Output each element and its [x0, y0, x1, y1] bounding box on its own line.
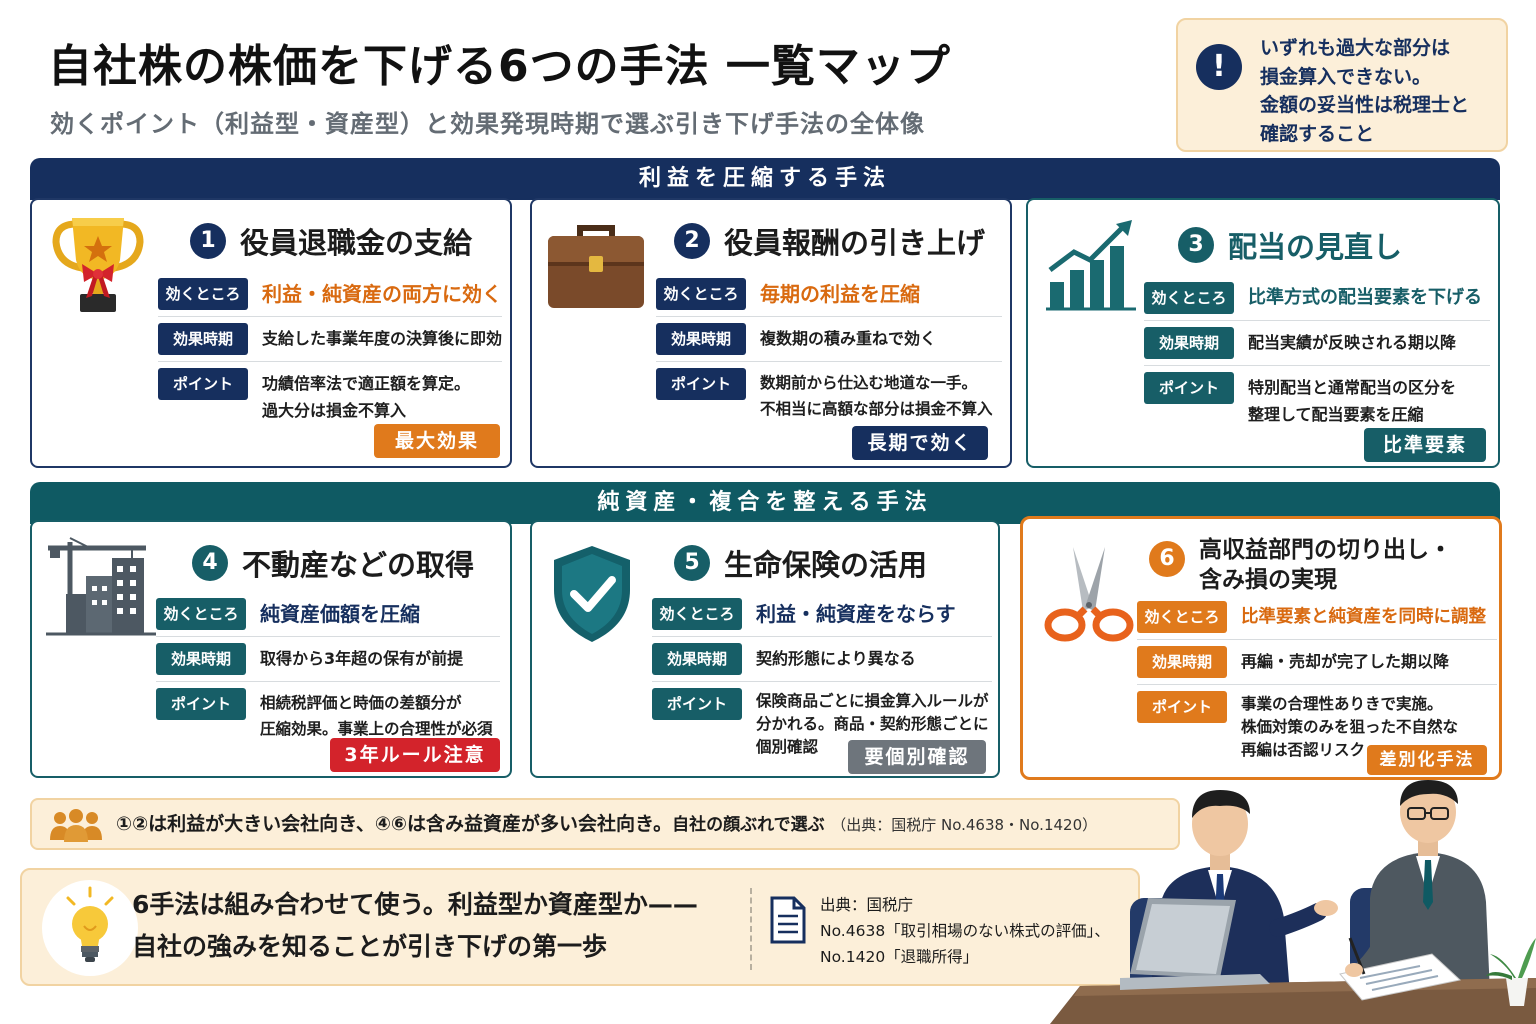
method-title-6: 高収益部門の切り出し・ 含み損の実現	[1199, 537, 1452, 593]
conclusion-box: 6手法は組み合わせて使う。利益型か資産型か—— 自社の強みを知ることが引き下げの…	[20, 868, 1140, 986]
method-tag-6: 差別化手法	[1367, 745, 1487, 775]
method-card-3: 3 配当の見直し 効くところ 比準方式の配当要素を下げる 効果時期 配当実績が反…	[1026, 198, 1500, 468]
method-rows-6: 効くところ 比準要素と純資産を同時に調整 効果時期 再編・売却が完了した期以降 …	[1137, 595, 1497, 768]
number-badge-5: 5	[674, 545, 710, 581]
timing-row: 効果時期 再編・売却が完了した期以降	[1137, 640, 1497, 685]
document-icon	[770, 896, 806, 944]
method-card-6: 6 高収益部門の切り出し・ 含み損の実現 効くところ 比準要素と純資産を同時に調…	[1020, 516, 1502, 780]
source-citation: 出典：国税庁 No.4638「取引相場のない株式の評価」、 No.1420「退職…	[820, 896, 1110, 966]
method-rows-2: 効くところ 毎期の利益を圧縮 効果時期 複数期の積み重ねで効く ポイント 数期前…	[656, 272, 1002, 428]
effect-row: 効くところ 毎期の利益を圧縮	[656, 272, 1002, 317]
timing-row: 効果時期 複数期の積み重ねで効く	[656, 317, 1002, 362]
conclusion-text: 6手法は組み合わせて使う。利益型か資産型か—— 自社の強みを知ることが引き下げの…	[132, 890, 698, 961]
method-title-3: 3 配当の見直し	[1178, 224, 1402, 266]
method-tag-2: 長期で効く	[852, 426, 988, 460]
trophy-icon	[52, 218, 144, 312]
method-title-5: 5 生命保険の活用	[674, 542, 927, 584]
method-card-4: 4 不動産などの取得 効くところ 純資産価額を圧縮 効果時期 取得から3年超の保…	[30, 520, 512, 778]
briefcase-icon	[548, 225, 644, 308]
method-tag-3: 比準要素	[1364, 428, 1486, 462]
number-badge-6: 6	[1149, 541, 1185, 577]
divider	[750, 888, 752, 970]
building-crane-icon	[46, 537, 156, 636]
effect-row: 効くところ 比準要素と純資産を同時に調整	[1137, 595, 1497, 640]
note-strip: ①②は利益が大きい会社向き、④⑥は含み益資産が多い会社向き。自社の顔ぶれで選ぶ …	[30, 798, 1180, 850]
method-title-1: 1 役員退職金の支給	[190, 220, 472, 262]
method-tag-4: 3年ルール注意	[330, 738, 500, 772]
number-badge-2: 2	[674, 223, 710, 259]
timing-row: 効果時期 支給した事業年度の決算後に即効	[158, 317, 502, 362]
point-row: ポイント 事業の合理性ありきで実施。 株価対策のみを狙った不自然な 再編は否認リ…	[1137, 685, 1497, 768]
timing-row: 効果時期 取得から3年超の保有が前提	[156, 637, 500, 682]
method-card-1: 1 役員退職金の支給 効くところ 利益・純資産の両方に効く 効果時期 支給した事…	[30, 198, 512, 468]
shield-check-icon	[554, 546, 630, 642]
method-rows-1: 効くところ 利益・純資産の両方に効く 効果時期 支給した事業年度の決算後に即効 …	[158, 272, 502, 430]
method-tag-1: 最大効果	[374, 424, 500, 458]
method-title-2: 2 役員報酬の引き上げ	[674, 220, 985, 262]
page-title: 自社株の株価を下げる6つの手法 一覧マップ	[48, 41, 951, 92]
timing-row: 効果時期 配当実績が反映される期以降	[1144, 321, 1490, 366]
effect-row: 効くところ 利益・純資産をならす	[652, 592, 992, 637]
point-row: ポイント 数期前から仕込む地道な一手。 不相当に高額な部分は損金不算入	[656, 362, 1002, 428]
exclamation-icon: !	[1196, 44, 1242, 90]
section-header-profit: 利益を圧縮する手法	[30, 158, 1500, 200]
method-tag-5: 要個別確認	[848, 740, 986, 774]
number-badge-3: 3	[1178, 227, 1214, 263]
bar-chart-icon	[1046, 220, 1136, 311]
point-row: ポイント 功績倍率法で適正額を算定。 過大分は損金不算入	[158, 362, 502, 430]
lightbulb-icon	[42, 880, 138, 976]
method-card-5: 5 生命保険の活用 効くところ 利益・純資産をならす 効果時期 契約形態により異…	[530, 520, 1000, 778]
scissors-icon	[1044, 547, 1134, 642]
number-badge-4: 4	[192, 545, 228, 581]
point-row: ポイント 相続税評価と時価の差額分が 圧縮効果。事業上の合理性が必須	[156, 682, 500, 748]
effect-row: 効くところ 比準方式の配当要素を下げる	[1144, 276, 1490, 321]
business-meeting-illustration	[1050, 780, 1536, 1024]
method-card-2: 2 役員報酬の引き上げ 効くところ 毎期の利益を圧縮 効果時期 複数期の積み重ね…	[530, 198, 1012, 468]
note-text: ①②は利益が大きい会社向き、④⑥は含み益資産が多い会社向き。自社の顔ぶれで選ぶ …	[116, 813, 1098, 835]
number-badge-1: 1	[190, 223, 226, 259]
timing-row: 効果時期 契約形態により異なる	[652, 637, 992, 682]
method-rows-5: 効くところ 利益・純資産をならす 効果時期 契約形態により異なる ポイント 保険…	[652, 592, 992, 765]
method-rows-4: 効くところ 純資産価額を圧縮 効果時期 取得から3年超の保有が前提 ポイント 相…	[156, 592, 500, 748]
method-title-4: 4 不動産などの取得	[192, 542, 474, 584]
effect-row: 効くところ 利益・純資産の両方に効く	[158, 272, 502, 317]
page-subtitle: 効くポイント（利益型・資産型）と効果発現時期で選ぶ引き下げ手法の全体像	[50, 110, 925, 138]
point-row: ポイント 保険商品ごとに損金算入ルールが 分かれる。商品・契約形態ごとに 個別確…	[652, 682, 992, 765]
warning-text: いずれも過大な部分は 損金算入できない。 金額の妥当性は税理士と 確認すること	[1260, 37, 1470, 145]
effect-row: 効くところ 純資産価額を圧縮	[156, 592, 500, 637]
point-row: ポイント 特別配当と通常配当の区分を 整理して配当要素を圧縮	[1144, 366, 1490, 434]
warning-box: ! いずれも過大な部分は 損金算入できない。 金額の妥当性は税理士と 確認するこ…	[1176, 18, 1508, 152]
people-group-icon	[50, 809, 102, 842]
method-rows-3: 効くところ 比準方式の配当要素を下げる 効果時期 配当実績が反映される期以降 ポ…	[1144, 276, 1490, 434]
